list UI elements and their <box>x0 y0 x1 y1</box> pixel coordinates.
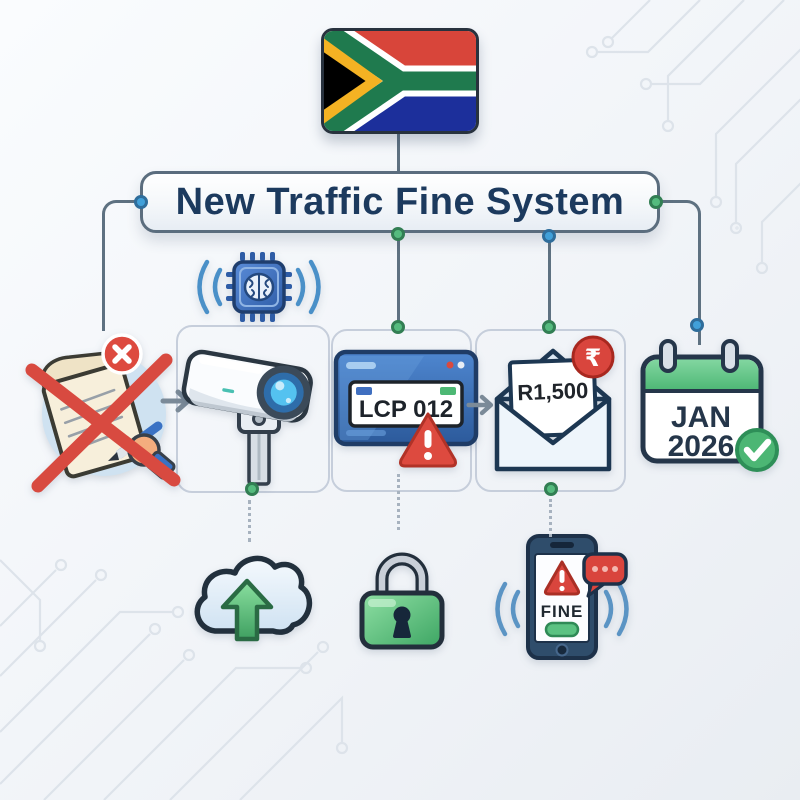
dotted-link-lock <box>397 474 400 530</box>
calendar-month: JAN <box>671 401 731 434</box>
connector-left-elbow <box>102 200 145 331</box>
south-africa-flag <box>321 28 479 134</box>
phone-alert-text: FINE <box>541 602 584 621</box>
ai-chip-icon <box>197 252 321 322</box>
upload-arrow <box>220 578 274 642</box>
license-plate-reader-icon: LCP 012 <box>333 349 479 468</box>
vibration-waves-left <box>495 581 521 637</box>
phone-fine-alert-icon: FINE <box>495 534 629 660</box>
connector-vertical-plate <box>397 234 400 328</box>
node-dot-camera-bottom <box>245 482 259 496</box>
node-dot-envelope-bottom <box>544 482 558 496</box>
screen-action-pill <box>544 621 580 638</box>
dotted-link-cloud <box>248 500 251 542</box>
connector-right-elbow <box>658 200 701 345</box>
confirmed-check-badge <box>735 428 779 472</box>
node-dot-rail-plate <box>391 320 405 334</box>
home-button <box>555 643 569 657</box>
phone-screen <box>534 553 590 643</box>
dotted-link-phone <box>549 499 552 537</box>
brain-glyph <box>243 272 275 302</box>
node-dot-rail-calendar <box>690 318 704 332</box>
red-cross-out <box>25 353 181 493</box>
node-dot-banner-bottom-1 <box>391 227 405 241</box>
message-bubble <box>582 552 628 598</box>
warning-triangle-icon <box>399 412 457 468</box>
secure-lock-icon <box>359 552 445 650</box>
cloud-upload-icon <box>194 555 313 642</box>
fine-letter: R1,500 <box>507 357 599 439</box>
south-africa-flag-art <box>324 31 476 131</box>
connector-vertical-envelope <box>548 235 551 328</box>
no-handwritten-fines-icon <box>25 333 181 493</box>
title-banner: New Traffic Fine System <box>140 171 660 233</box>
currency-badge: ₹ <box>571 335 615 379</box>
plate-number: LCP 012 <box>359 396 453 423</box>
cctv-camera-icon <box>181 349 313 486</box>
prohibited-badge <box>101 333 143 375</box>
envelope-body <box>494 396 612 472</box>
page-title: New Traffic Fine System <box>175 180 625 223</box>
currency-symbol: ₹ <box>585 344 602 372</box>
node-dot-banner-right <box>649 195 663 209</box>
calendar-ring-right <box>721 339 739 373</box>
node-dot-rail-envelope <box>542 320 556 334</box>
fine-amount: R1,500 <box>517 378 589 405</box>
node-dot-banner-left <box>134 195 148 209</box>
fine-notice-envelope-icon: R1,500 ₹ <box>494 335 615 472</box>
keyhole <box>393 606 411 638</box>
camera-body <box>181 349 313 423</box>
signal-waves-right <box>295 259 321 315</box>
screen-warning-triangle <box>543 560 581 596</box>
signal-waves-left <box>197 259 223 315</box>
flag-connector-line <box>397 132 400 174</box>
flow-arrow-2 <box>466 394 494 416</box>
calendar-year: 2026 <box>668 430 735 463</box>
license-plate: LCP 012 <box>348 380 464 428</box>
start-date-calendar-icon: JAN 2026 <box>640 339 779 472</box>
calendar-ring-left <box>659 339 677 373</box>
node-dot-banner-bottom-2 <box>542 229 556 243</box>
vibration-waves-right <box>603 581 629 637</box>
